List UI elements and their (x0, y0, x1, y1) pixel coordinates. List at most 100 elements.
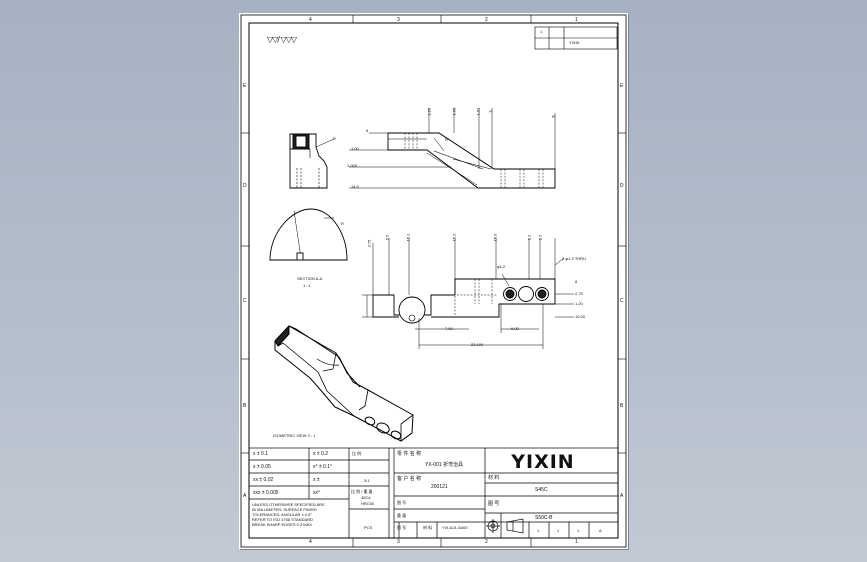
dim-label: R (341, 221, 344, 226)
grid-right-a: A (620, 493, 624, 499)
isometric-view (274, 325, 414, 442)
grid-left-b: B (243, 403, 247, 409)
dim-label: 15.1 (405, 233, 411, 242)
tol-cell: x ± 0.05 (253, 464, 271, 470)
dim-label: 6.00 (511, 326, 519, 331)
dim-label: 1.20 (575, 301, 583, 306)
grid-top-3: 3 (397, 17, 400, 23)
iso-view-label: ISOMETRIC VIEW 3 : 1 (273, 433, 316, 438)
hardness: HRC50 (361, 501, 375, 506)
drawing-no-label: 图 号 (397, 525, 407, 530)
drawing-no: YIX-A21-5A00 (442, 525, 468, 530)
front-view (349, 108, 556, 189)
dim-label: 14.5 (351, 184, 359, 189)
section-label: SECTION A-A (297, 276, 323, 281)
dim-label: 22.100 (471, 342, 484, 347)
grid-left-c: C (243, 298, 247, 304)
material-label: 材 料 (488, 475, 500, 481)
dim-label: 10.00 (575, 314, 586, 319)
grid-left-d: D (243, 183, 247, 189)
scale-label: 比 例 (352, 451, 362, 456)
grid-top-4: 4 (309, 17, 312, 23)
scale-value: 3:1 (364, 478, 370, 483)
dim-label: 1.2 (526, 234, 532, 241)
surface-finish-symbols: ▽▽/ ▽▽▽ (267, 35, 297, 44)
note-line: TOLERANCES: ANGULAR ± 0.5° (252, 512, 312, 517)
tol-cell: xx ± 0.02 (253, 477, 274, 483)
grid-top-1: 1 (575, 17, 578, 23)
weight-label: 比 例 / 重 量 (351, 489, 373, 494)
revision-box (534, 26, 618, 50)
material-code: 45C# (361, 495, 371, 500)
dim-label: 1.2 (537, 234, 543, 241)
dim-label: 3.75 (366, 239, 372, 248)
dim-label: 7.50 (445, 326, 453, 331)
material-label-2: 材 料 (423, 525, 433, 530)
grid-bottom-3: 3 (397, 539, 400, 545)
note-line: UNLESS OTHERWISE SPECIFIED ARE (252, 502, 325, 507)
part-name-label: 零 件 名 称 (397, 451, 422, 457)
tol-cell: x ± 0.1 (253, 451, 268, 457)
dwg-label: 图 号 (488, 501, 500, 507)
dim-label: 8 (575, 279, 578, 284)
top-view (362, 238, 574, 349)
tol-cell: xxx ± 0.005 (253, 490, 279, 496)
drawing-sheet: ▽▽/ ▽▽▽ 4 3 2 1 4 3 2 1 E D C B A E D C … (239, 13, 628, 549)
dim-label: 1.60 (451, 107, 457, 116)
grid-top-2: 2 (485, 17, 488, 23)
customer-label: 客 户 名 称 (397, 476, 422, 482)
dim-label: 16.0 (492, 233, 498, 242)
grid-left-a: A (243, 493, 247, 499)
company-logo: YIXIN (511, 451, 575, 473)
title-block-grid (248, 447, 619, 539)
tol-cell: xx° (313, 490, 320, 496)
outer-frame (240, 14, 627, 548)
dwg-value: S50C-B (535, 515, 553, 521)
grid-bottom-2: 2 (485, 539, 488, 545)
section-scale: 1 : 1 (303, 283, 311, 288)
side-view (289, 133, 335, 189)
dim-label: φ1.2 (497, 264, 506, 269)
revision-text: YIXIN (569, 40, 580, 45)
note-line: BREAK SHARP EDGES 0.2 MAX (252, 522, 312, 527)
section-view (269, 208, 348, 261)
grid-bottom-4: 4 (309, 539, 312, 545)
sheet-cell: 1 (557, 528, 560, 533)
revision-cell: 1 (540, 29, 543, 34)
projection-symbol (486, 518, 524, 534)
grid-bottom-1: 1 (575, 539, 578, 545)
grid-right-b: B (620, 403, 624, 409)
dim-label: 1.25 (426, 107, 432, 116)
dim-label: 1.000 (347, 163, 358, 168)
tol-cell: x ± (313, 477, 320, 483)
dim-label: R (552, 114, 555, 119)
grid-left-e: E (243, 83, 247, 89)
grid-right-c: C (620, 298, 624, 304)
sheet-cell: A (599, 528, 602, 533)
tol-cell: x ± 0.2 (313, 451, 328, 457)
dim-label: 1.51 (475, 107, 481, 116)
part-name: YX-001 折弯治具 (425, 462, 464, 468)
dim-label: 2-φ1.2 THRU (562, 256, 586, 261)
sheet-cell: 1 (577, 528, 580, 533)
grid-right-e: E (620, 83, 624, 89)
note-line: IN MILLIMETER, SURFACE FINISH (252, 507, 317, 512)
dim-label: R (445, 137, 448, 142)
row-label: 图 号 (397, 500, 407, 505)
material-value: S45C (535, 487, 548, 493)
note-line: REFER TO ISO 2768 STANDARD (252, 517, 313, 522)
dim-label: 3 (487, 110, 493, 113)
dim-label: 1.00 (351, 146, 359, 151)
drawing-canvas (240, 14, 627, 548)
dim-label: R (333, 136, 336, 141)
zone-ticks (241, 15, 626, 547)
grid-right-d: D (620, 183, 624, 189)
pcs-label: PCS (364, 525, 373, 530)
customer-value: 200121 (431, 484, 448, 490)
dim-label: 2.75 (575, 291, 583, 296)
row-label: 重 量 (397, 513, 407, 518)
dim-label: 8 (366, 128, 369, 133)
dim-label: 15.2 (451, 233, 457, 242)
tol-cell: x° ± 0.1° (313, 464, 332, 470)
dim-label: 5.5 (384, 234, 390, 241)
